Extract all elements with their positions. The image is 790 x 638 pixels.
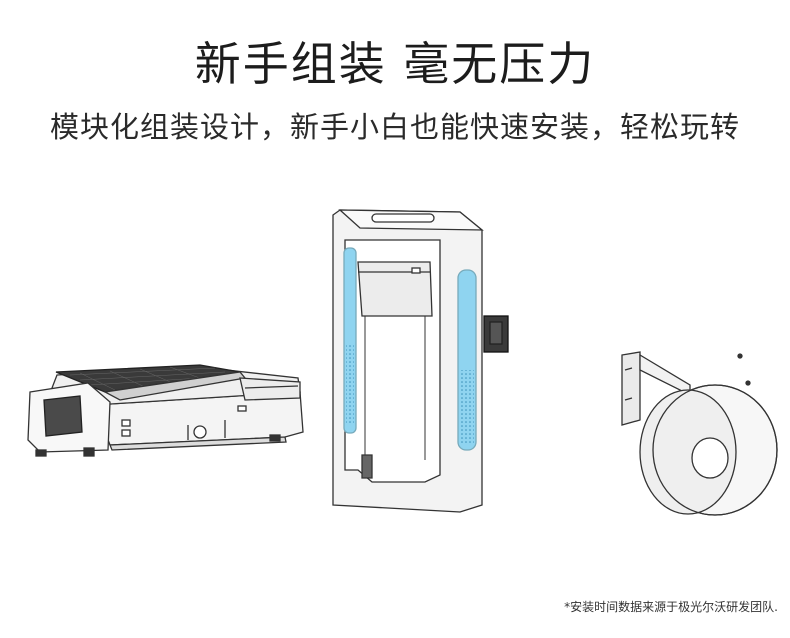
data-source-footnote: *安装时间数据来源于极光尔沃研发团队. xyxy=(564,600,778,614)
page-subtitle: 模块化组装设计，新手小白也能快速安装，轻松玩转 xyxy=(49,110,740,144)
printer-base-illustration xyxy=(27,364,304,457)
spool-holder-illustration xyxy=(621,351,778,516)
page-title: 新手组装 毫无压力 xyxy=(194,37,596,91)
vertical-frame-illustration xyxy=(332,209,509,513)
